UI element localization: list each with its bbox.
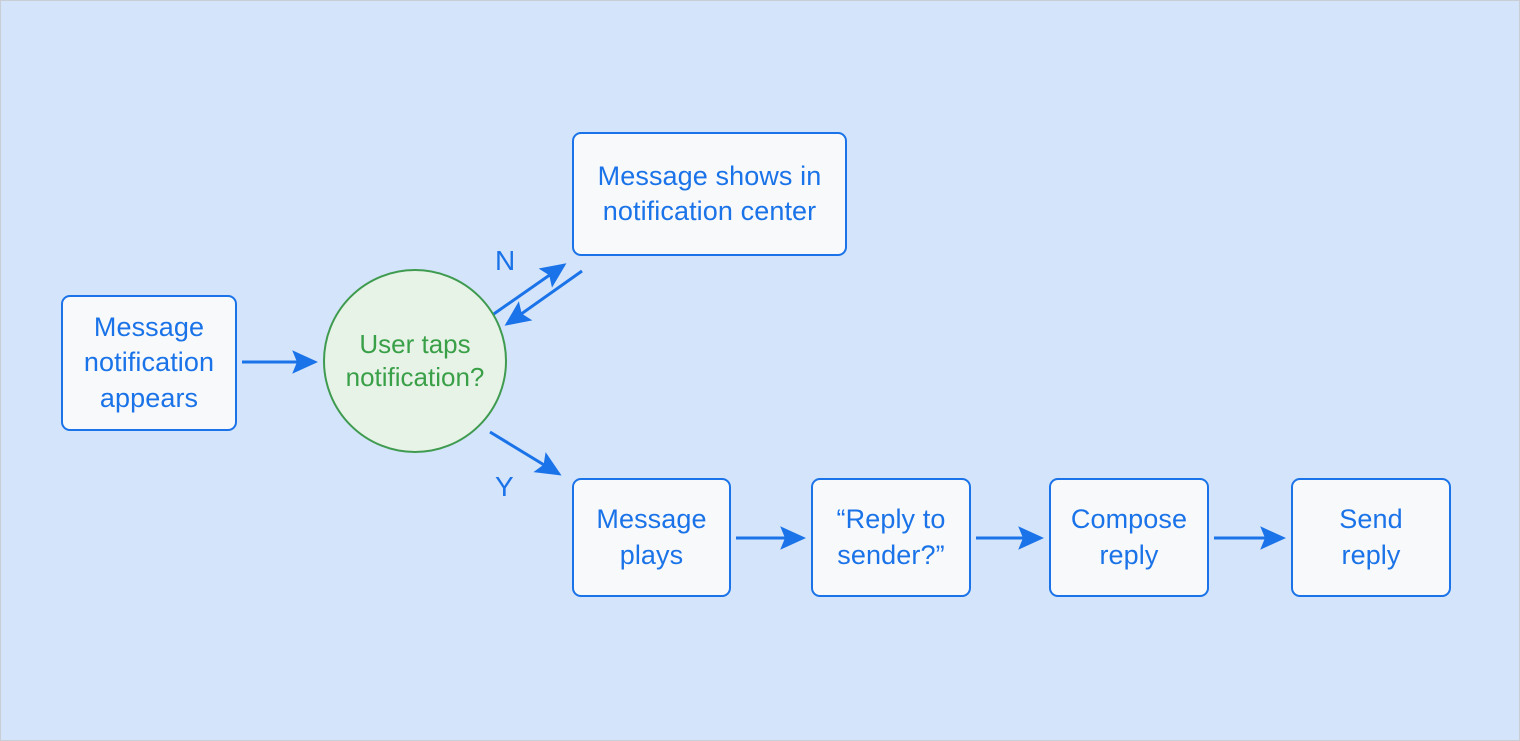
node-label: Message shows in notification center bbox=[597, 160, 822, 226]
edge-label-no: N bbox=[495, 245, 516, 276]
node-compose-reply[interactable]: Compose reply bbox=[1049, 478, 1209, 597]
node-message-plays[interactable]: Message plays bbox=[572, 478, 731, 597]
node-label: Message plays bbox=[596, 504, 707, 570]
node-message-shows-in-notification-center[interactable]: Message shows in notification center bbox=[572, 132, 847, 256]
edge-notification-center-to-decision bbox=[504, 269, 583, 326]
node-label: Message notification appears bbox=[83, 312, 215, 413]
node-user-taps-notification-decision[interactable]: User taps notification? bbox=[323, 269, 507, 453]
node-label: Send reply bbox=[1339, 504, 1403, 570]
node-reply-to-sender-prompt[interactable]: “Reply to sender?” bbox=[811, 478, 971, 597]
node-send-reply[interactable]: Send reply bbox=[1291, 478, 1451, 597]
edge-decision-to-message-plays bbox=[489, 430, 562, 476]
node-label: User taps notification? bbox=[345, 328, 485, 392]
node-label: Compose reply bbox=[1070, 504, 1188, 570]
edge-label-yes: Y bbox=[495, 471, 514, 502]
node-message-notification-appears[interactable]: Message notification appears bbox=[61, 295, 237, 431]
node-label: “Reply to sender?” bbox=[836, 504, 946, 570]
